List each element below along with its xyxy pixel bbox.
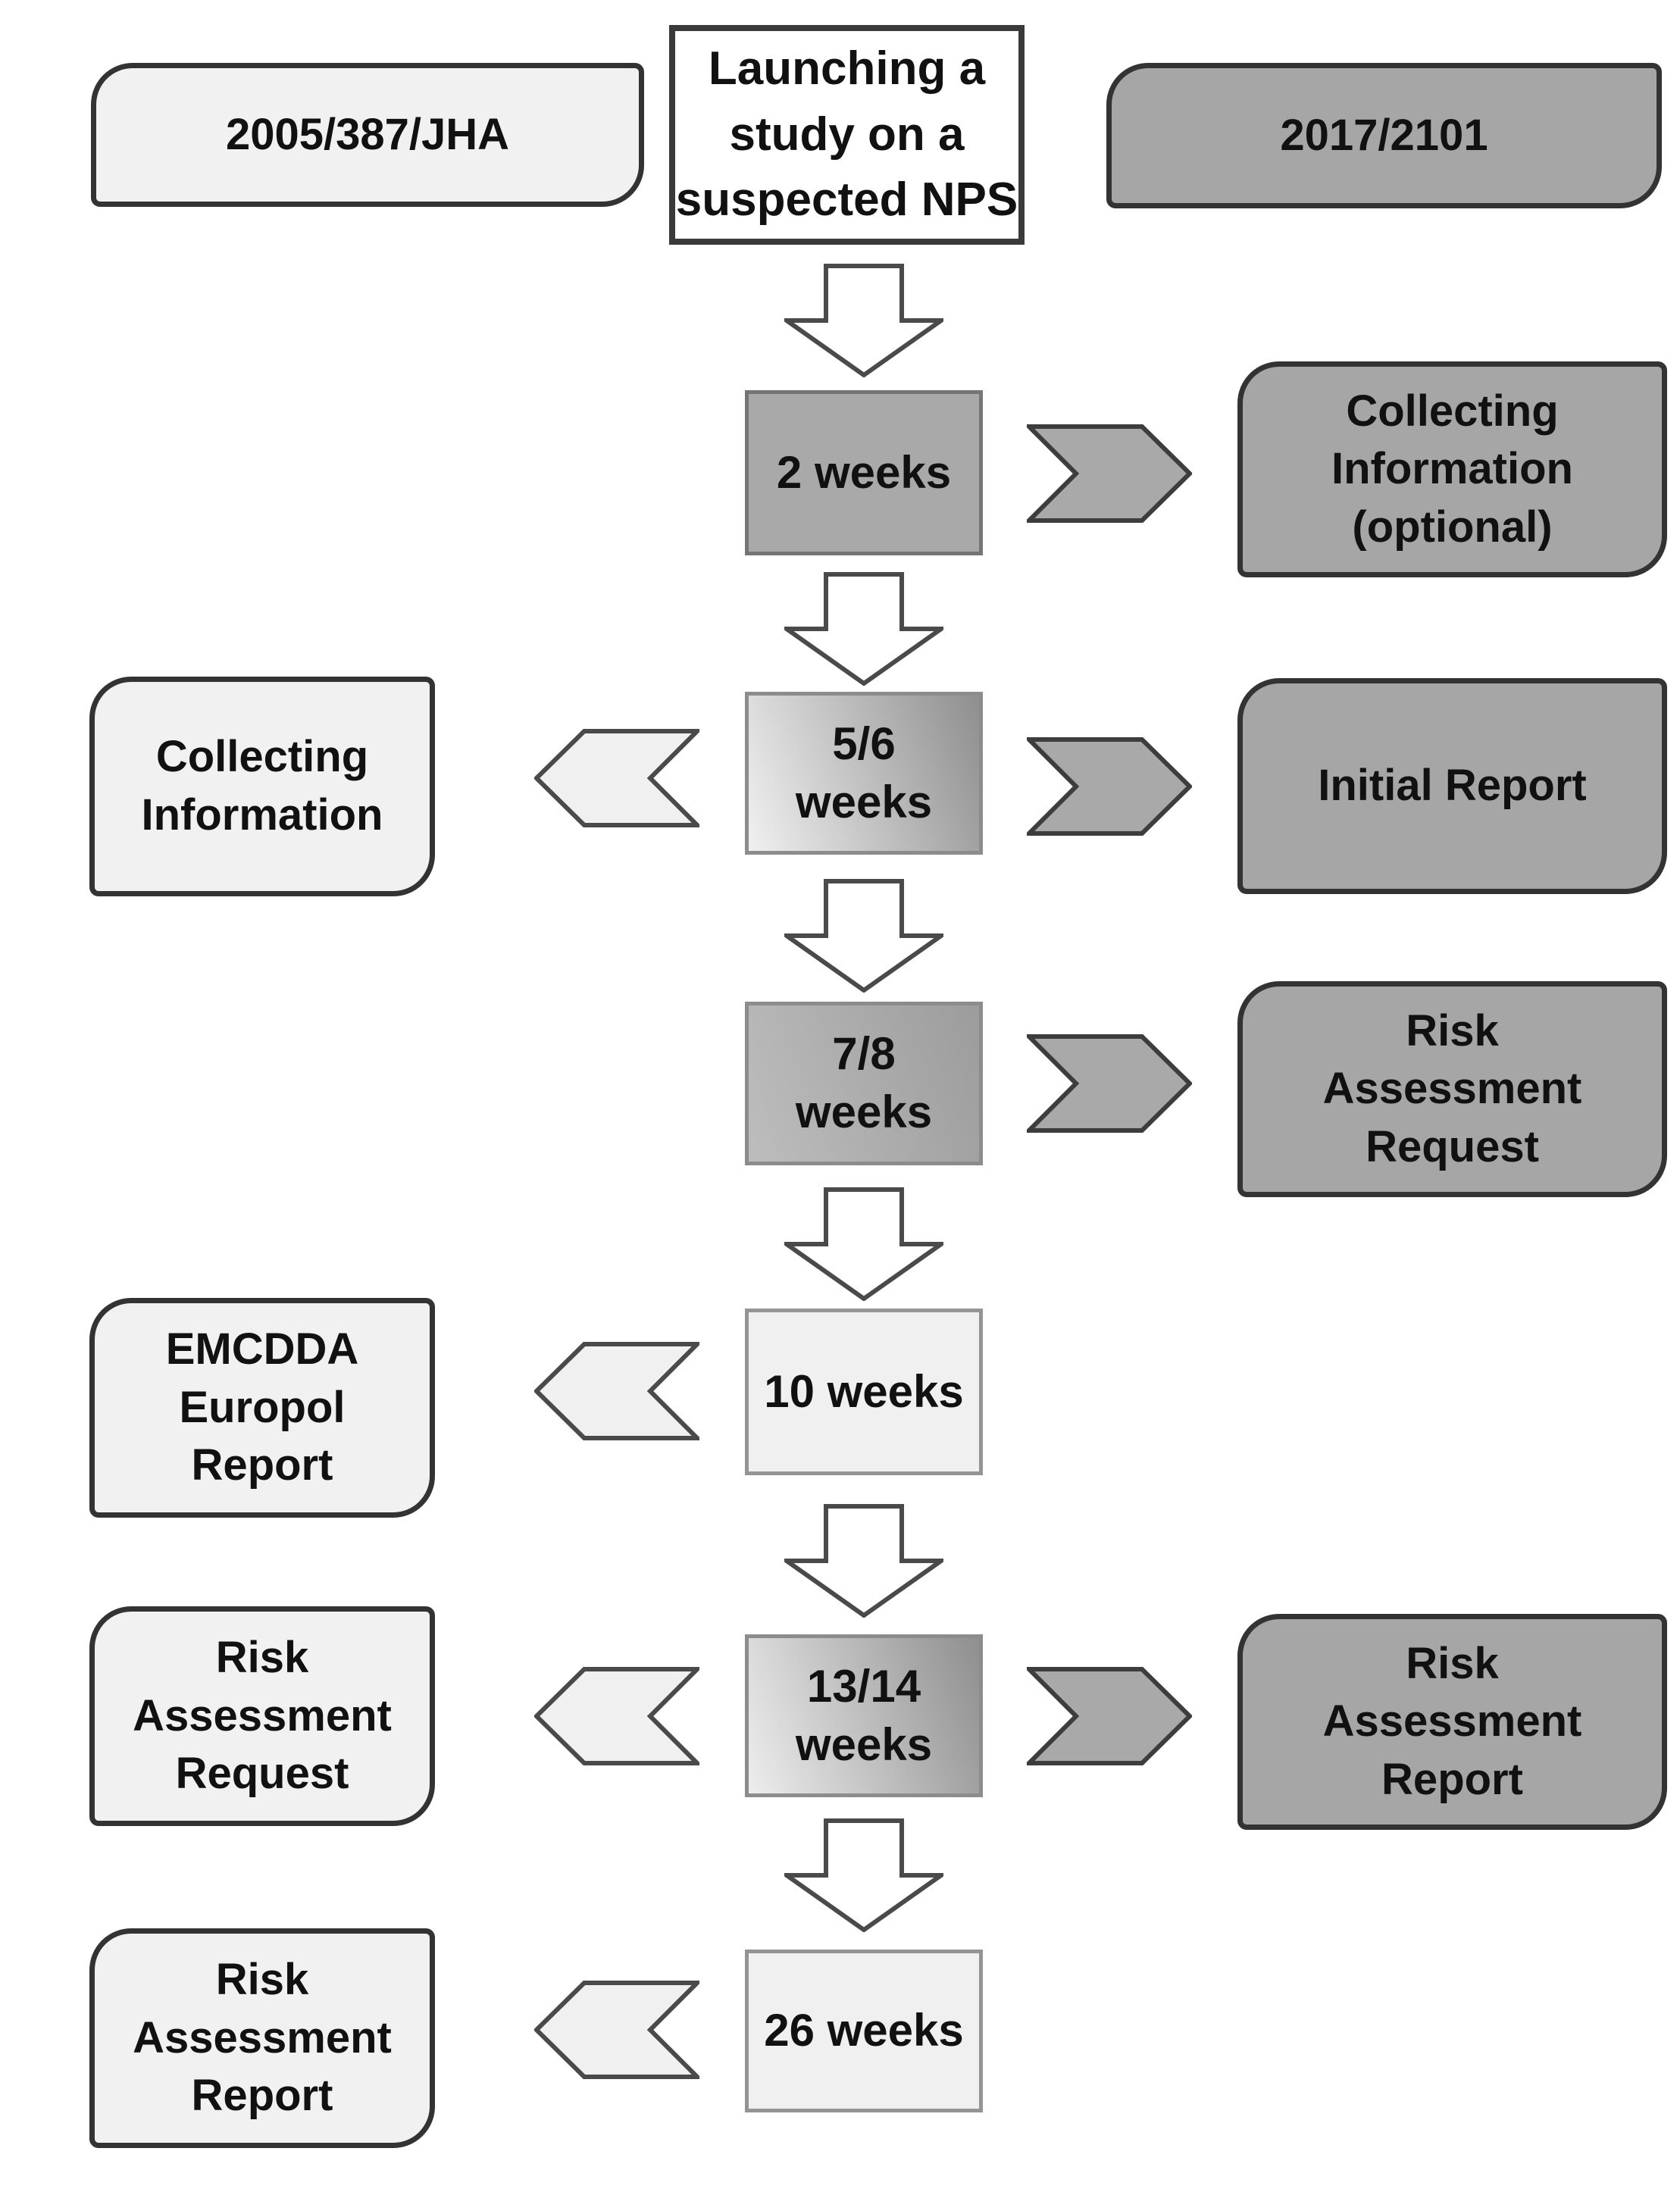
chevron-left-icon [534,1342,699,1440]
node-week-7-8: 7/8 weeks [745,1002,983,1165]
node-decision-2005-387-jha: 2005/387/JHA [91,63,644,207]
down-arrow-icon [784,1187,943,1301]
chevron-right-icon [1027,1034,1192,1133]
down-arrow-icon [784,879,943,993]
node-week-13-14: 13/14 weeks [745,1634,983,1797]
node-collecting-information-optional: Collecting Information (optional) [1237,361,1667,577]
node-launch-study-title: Launching a study on a suspected NPS [669,25,1025,245]
chevron-right-icon [1027,737,1192,836]
down-arrow-icon [784,1504,943,1618]
node-regulation-2017-2101: 2017/2101 [1106,63,1662,208]
node-risk-assessment-report-left: Risk Assessment Report [89,1928,435,2148]
node-risk-assessment-request-left: Risk Assessment Request [89,1606,435,1826]
node-week-10: 10 weeks [745,1309,983,1475]
node-collecting-information-left: Collecting Information [89,677,435,896]
down-arrow-icon [784,572,943,686]
node-week-26: 26 weeks [745,1950,983,2112]
down-arrow-icon [784,264,943,377]
chevron-right-icon [1027,1667,1192,1765]
down-arrow-icon [784,1818,943,1932]
node-risk-assessment-report-right: Risk Assessment Report [1237,1614,1667,1830]
chevron-left-icon [534,1667,699,1765]
node-week-5-6: 5/6 weeks [745,692,983,855]
node-week-2: 2 weeks [745,390,983,555]
node-risk-assessment-request-right: Risk Assessment Request [1237,981,1667,1197]
node-initial-report: Initial Report [1237,678,1667,894]
node-emcdda-europol-report: EMCDDA Europol Report [89,1298,435,1518]
chevron-right-icon [1027,424,1192,523]
chevron-left-icon [534,1981,699,2079]
chevron-left-icon [534,729,699,827]
